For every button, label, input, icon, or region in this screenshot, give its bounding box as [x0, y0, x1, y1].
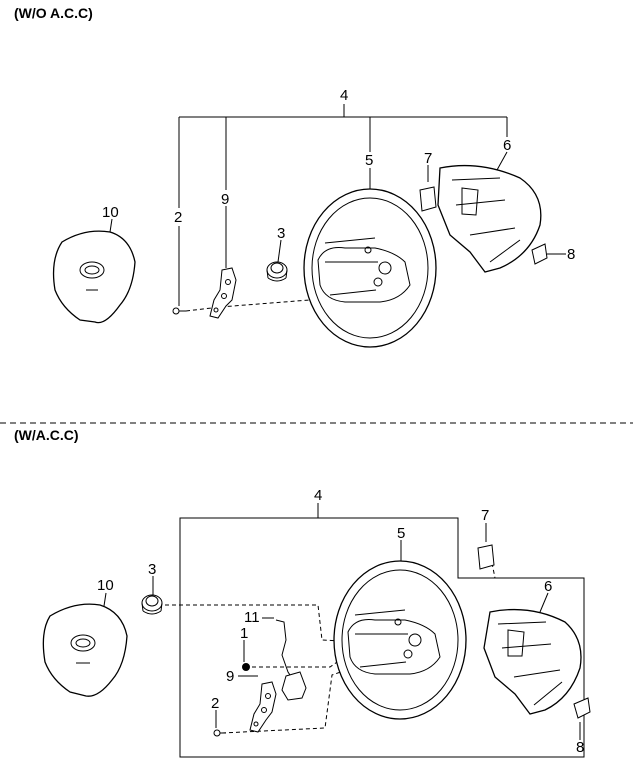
- assembly-line-b1: [252, 659, 341, 668]
- label-top-3: 3: [277, 225, 285, 242]
- leader-6: [496, 151, 508, 171]
- label-top-9: 9: [221, 191, 229, 208]
- screw-part-1: [242, 663, 250, 671]
- label-top-4: 4: [340, 87, 348, 104]
- leader-10: [109, 218, 113, 233]
- leader-3: [277, 239, 282, 263]
- label-bottom-4: 4: [314, 487, 322, 504]
- steering-wheel-part-5-bottom: [333, 560, 467, 720]
- label-bottom-3: 3: [148, 561, 156, 578]
- label-top-2: 2: [174, 209, 182, 226]
- label-bottom-6: 6: [544, 578, 552, 595]
- cover-part-6: [437, 164, 542, 273]
- label-bottom-7: 7: [481, 507, 489, 524]
- label-top-5: 5: [365, 152, 373, 169]
- label-bottom-10: 10: [97, 577, 114, 594]
- label-bottom-2: 2: [211, 695, 219, 712]
- airbag-module-part-10-bottom: [42, 603, 128, 697]
- bottom-section: 4 7 5 3 10 6 11 1 9 2 8: [42, 487, 591, 758]
- switch-part: [281, 671, 307, 701]
- label-top-8: 8: [567, 246, 575, 263]
- assembly-line-b2: [221, 667, 353, 734]
- label-top-10: 10: [102, 204, 119, 221]
- button-part-7-bottom: [477, 544, 495, 570]
- clip-part-8-bottom: [573, 697, 591, 719]
- section-title-without-acc: (W/O A.C.C): [14, 5, 93, 21]
- assembly-outline-4: [179, 517, 585, 758]
- top-section: 4 2 9 5 7 6 3 10 8: [52, 87, 575, 348]
- label-bottom-9: 9: [226, 668, 234, 685]
- label-bottom-11: 11: [244, 609, 260, 626]
- bracket-part-9: [209, 267, 237, 319]
- screw-part-2: [172, 307, 186, 315]
- cover-part-6-bottom: [483, 608, 582, 715]
- leader-b10: [103, 592, 107, 607]
- label-bottom-8: 8: [576, 739, 584, 756]
- nut-part-3: [266, 261, 288, 282]
- nut-part-3-bottom: [141, 594, 163, 615]
- label-top-7: 7: [424, 150, 432, 167]
- assembly-line-b3: [165, 604, 421, 646]
- steering-wheel-part-5: [303, 188, 437, 348]
- airbag-module-part-10: [52, 230, 136, 324]
- section-title-with-acc: (W/A.C.C): [14, 427, 79, 443]
- button-part-7: [419, 186, 437, 212]
- leader-b6: [539, 592, 549, 613]
- clip-part-8: [531, 243, 548, 265]
- label-bottom-1: 1: [240, 625, 248, 642]
- label-top-6: 6: [503, 137, 511, 154]
- bracket-part-9-bottom: [249, 681, 277, 733]
- label-bottom-5: 5: [397, 525, 405, 542]
- screw-part-2-bottom: [213, 729, 226, 737]
